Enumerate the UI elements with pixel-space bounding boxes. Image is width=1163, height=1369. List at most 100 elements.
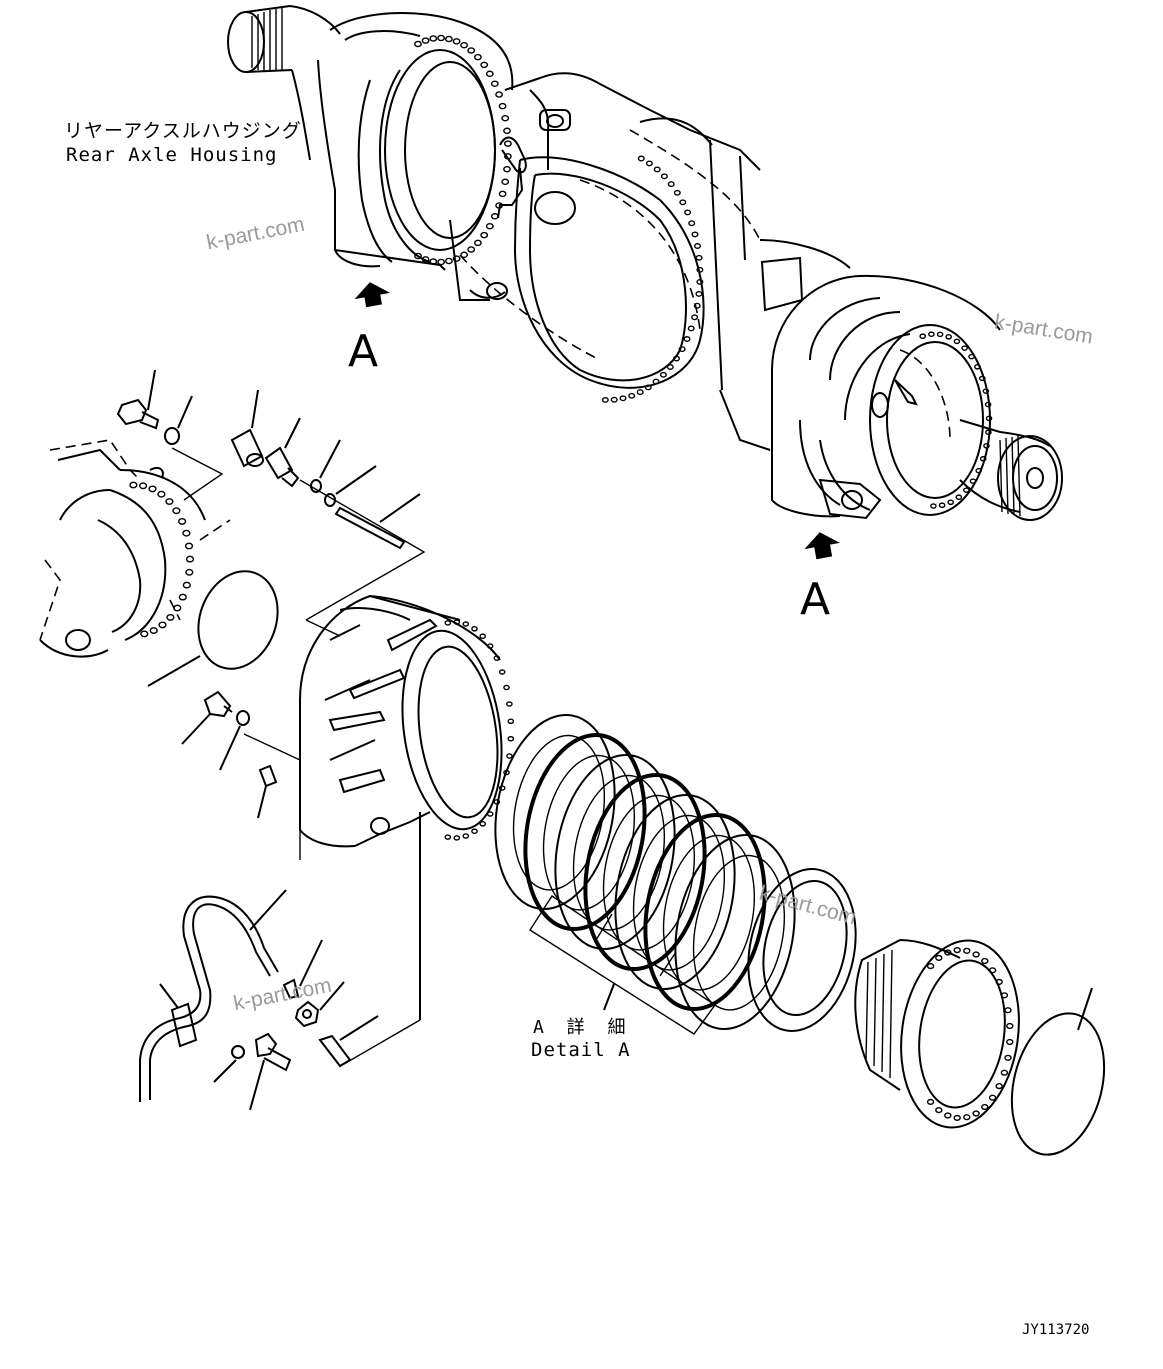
bolt-hole: [473, 239, 482, 247]
housing-label-jp: リヤーアクスルハウジング: [64, 120, 302, 142]
detail-a-plugs: [181, 690, 301, 819]
bolt-hole: [953, 946, 961, 954]
left-spline-shaft: [227, 5, 341, 161]
bolt-hole: [139, 482, 148, 490]
bolt-hole: [935, 1106, 943, 1114]
bolt-hole: [645, 160, 653, 167]
bolt-hole: [988, 967, 997, 974]
bolt-hole: [919, 333, 927, 339]
bolt-hole: [979, 455, 987, 462]
brake-tube-assembly: [139, 889, 421, 1111]
right-spline-shaft: [959, 419, 1063, 521]
bolt-hole: [166, 613, 175, 621]
bolt-hole: [178, 593, 187, 601]
bolt-hole: [684, 209, 692, 216]
detail-a-housing-segment: [39, 439, 231, 658]
bolt-hole: [429, 258, 438, 265]
rear-axle-housing: [227, 5, 1063, 521]
retainer-plate: [747, 868, 857, 1032]
bolt-hole: [421, 37, 430, 44]
bolt-hole: [660, 173, 668, 180]
detail-label-en: Detail A: [531, 1039, 631, 1061]
bolt-hole: [182, 581, 191, 589]
bolt-hole: [184, 542, 194, 550]
bolt-hole: [988, 1094, 997, 1101]
bolt-hole: [678, 346, 686, 353]
bolt-hole: [953, 338, 961, 345]
left-flange-bolt-holes: [414, 34, 512, 266]
bolt-hole: [610, 396, 618, 403]
bolt-hole: [471, 828, 478, 834]
bolt-hole: [437, 34, 445, 42]
brake-disc: [674, 833, 796, 1031]
bolt-hole: [636, 389, 644, 396]
bolt-hole: [462, 833, 470, 839]
brake-disc: [643, 812, 767, 1012]
bolt-hole: [444, 834, 452, 840]
brake-disc-pack: [494, 713, 796, 1031]
bolt-hole: [683, 336, 691, 342]
wheel-hub: [854, 939, 1020, 1129]
bolt-hole: [979, 375, 986, 382]
bolt-hole: [982, 388, 990, 394]
bolt-hole: [480, 61, 489, 69]
bolt-hole: [696, 278, 704, 285]
bolt-hole: [453, 619, 461, 625]
brake-disc-inner: [662, 834, 756, 991]
bolt-hole: [490, 213, 499, 220]
bolt-hole: [688, 220, 696, 227]
bolt-hole: [963, 1114, 971, 1121]
bolt-hole: [493, 655, 501, 661]
brake-disc: [583, 772, 707, 972]
bolt-hole: [695, 254, 703, 261]
detail-label-jp: A 詳 細: [533, 1017, 632, 1038]
hub-seal-ring: [1010, 987, 1106, 1156]
bolt-hole: [1006, 1022, 1014, 1030]
bolt-hole: [926, 962, 935, 970]
bolt-hole: [495, 91, 503, 98]
bolt-hole: [503, 684, 510, 691]
bolt-hole: [936, 331, 944, 338]
housing-label-en: Rear Axle Housing: [66, 144, 278, 166]
brake-disc-inner: [632, 814, 726, 971]
bolt-hole: [498, 102, 507, 110]
bolt-hole: [691, 314, 699, 321]
bolt-hole: [452, 255, 461, 262]
bolt-hole: [673, 355, 681, 362]
bolt-hole: [507, 718, 515, 725]
left-brake-flange: [317, 11, 514, 271]
bolt-hole: [938, 502, 946, 508]
breather-clip: [497, 136, 527, 219]
bolt-hole: [485, 70, 494, 78]
bolt-hole: [653, 166, 661, 173]
bolt-hole: [928, 331, 935, 337]
brake-disc: [523, 732, 647, 932]
bolt-hole: [981, 1103, 989, 1111]
bolt-hole: [930, 503, 937, 509]
brake-disc-inner: [602, 794, 696, 951]
bolt-hole: [972, 951, 980, 958]
bolt-hole: [628, 392, 636, 399]
housing-center-body: [449, 72, 771, 451]
bolt-hole: [429, 35, 438, 42]
bolt-hole: [1000, 992, 1009, 999]
bolt-hole: [453, 835, 461, 841]
bolt-hole: [945, 334, 953, 340]
bolt-hole: [157, 490, 166, 498]
bolt-hole: [460, 41, 468, 49]
bolt-hole: [479, 633, 487, 639]
bolt-hole: [490, 80, 499, 87]
bolt-hole: [963, 487, 970, 493]
bolt-hole: [462, 621, 470, 627]
bolt-hole: [944, 949, 952, 956]
bolt-hole: [995, 978, 1003, 986]
bolt-hole: [985, 429, 992, 435]
view-marker-a-right: A: [800, 574, 831, 625]
bolt-hole: [460, 251, 468, 259]
bolt-hole: [486, 811, 494, 817]
bolt-hole: [984, 401, 992, 408]
bolt-hole: [691, 231, 699, 238]
bolt-hole: [185, 555, 195, 563]
bolt-hole: [947, 499, 955, 506]
